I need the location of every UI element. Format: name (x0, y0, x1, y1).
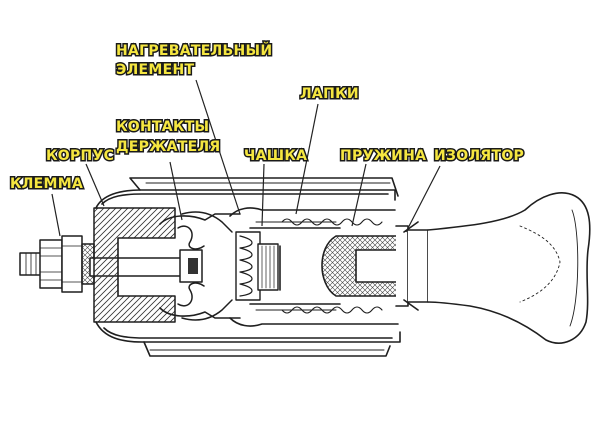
leader-terminal (51, 193, 61, 237)
rear-insulator-block (93, 207, 176, 323)
leader-holder-contacts (169, 161, 183, 221)
heating-element (235, 231, 279, 301)
leader-housing (85, 163, 105, 207)
insulator-plug (321, 221, 419, 311)
cup (249, 221, 341, 311)
leader-cup (261, 163, 265, 227)
label-insulator: ИЗОЛЯТОР (434, 148, 524, 164)
label-housing: КОРПУС (46, 148, 114, 164)
label-heating-element-line1: НАГРЕВАТЕЛЬНЫЙ (116, 42, 272, 59)
knob (407, 192, 591, 344)
leader-lines (51, 79, 441, 237)
leader-heating-element (195, 79, 241, 215)
leader-tabs (295, 103, 319, 215)
holder-contacts (177, 211, 233, 321)
leader-spring (351, 163, 367, 227)
label-cup: ЧАШКА (244, 148, 307, 164)
label-terminal: КЛЕММА (10, 176, 83, 192)
label-tabs: ЛАПКИ (300, 86, 359, 102)
label-holder-contacts-line1: КОНТАКТЫ (116, 119, 209, 135)
terminal-stud (19, 235, 95, 293)
label-holder-contacts-line2: ДЕРЖАТЕЛЯ (116, 139, 221, 155)
labels: НАГРЕВАТЕЛЬНЫЙ ЭЛЕМЕНТ ЛАПКИ КОНТАКТЫ ДЕ… (9, 41, 526, 194)
spring (281, 218, 383, 314)
label-spring: ПРУЖИНА (340, 148, 426, 164)
label-heating-element-line2: ЭЛЕМЕНТ (116, 62, 194, 78)
leader-insulator (405, 165, 441, 233)
lighter-drawing (19, 177, 591, 357)
